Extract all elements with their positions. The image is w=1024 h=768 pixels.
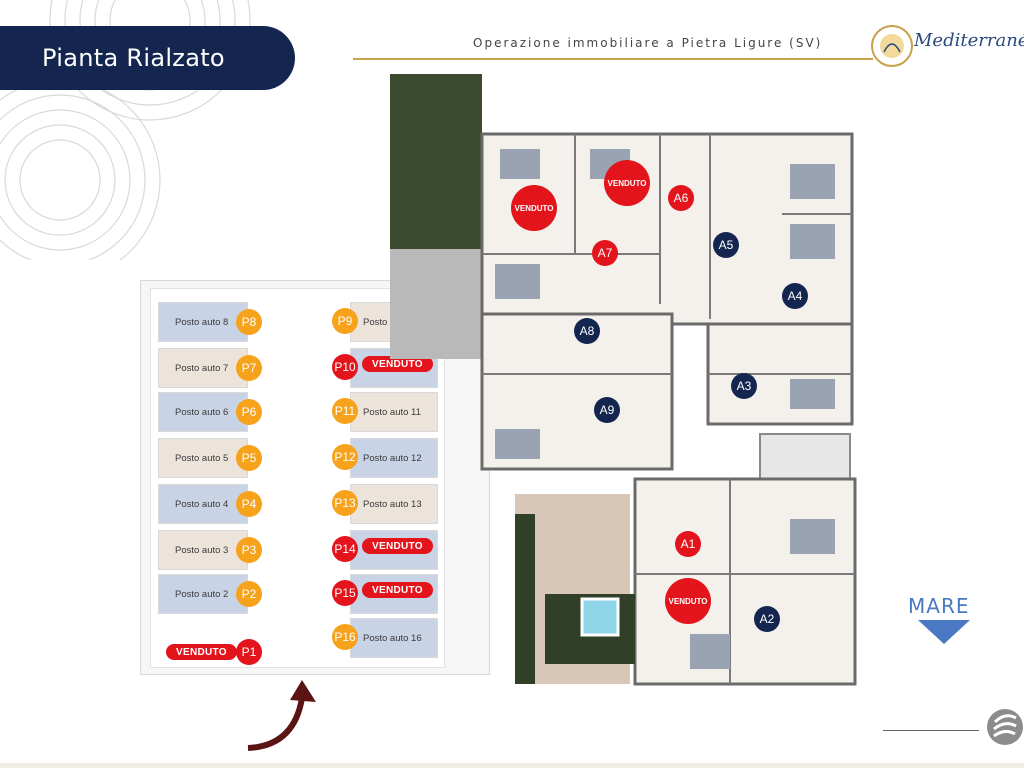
parking-space[interactable]: Posto auto 4 (158, 484, 248, 524)
parking-code-badge[interactable]: P6 (236, 399, 262, 425)
parking-space-label: Posto auto 2 (175, 588, 229, 600)
apartment-badge[interactable]: A5 (713, 232, 739, 258)
parking-code-badge[interactable]: P10 (332, 354, 358, 380)
parking-code-badge[interactable]: P4 (236, 491, 262, 517)
apartment-badge[interactable]: A6 (668, 185, 694, 211)
brand-logo-icon (871, 25, 913, 67)
decorative-arcs (0, 0, 251, 260)
apartment-badge[interactable]: A2 (754, 606, 780, 632)
sold-badge: VENDUTO (604, 160, 650, 206)
apartment-badge[interactable]: A9 (594, 397, 620, 423)
sold-badge: VENDUTO (665, 578, 711, 624)
parking-space-label: Posto auto 8 (175, 316, 229, 328)
parking-space-label: Posto auto 16 (363, 632, 422, 644)
parking-code-badge[interactable]: P15 (332, 580, 358, 606)
parking-space[interactable]: Posto auto 6 (158, 392, 248, 432)
parking-space-label: Posto auto 13 (363, 498, 422, 510)
parking-space-label: Posto auto 9 (363, 316, 417, 328)
parking-space-label: Posto auto 7 (175, 362, 229, 374)
parking-code-badge[interactable]: P5 (236, 445, 262, 471)
parking-space[interactable]: Posto auto 8 (158, 302, 248, 342)
apartment-badge[interactable]: A1 (675, 531, 701, 557)
parking-code-badge[interactable]: P14 (332, 536, 358, 562)
apartment-badge[interactable]: A8 (574, 318, 600, 344)
parking-space-label: Posto auto 11 (363, 406, 421, 418)
parking-space-label: Posto auto 3 (175, 544, 229, 556)
parking-space[interactable]: Posto auto 7 (158, 348, 248, 388)
parking-code-badge[interactable]: P9 (332, 308, 358, 334)
parking-space-label: Posto auto 6 (175, 406, 229, 418)
parking-code-badge[interactable]: P8 (236, 309, 262, 335)
project-subtitle: Operazione immobiliare a Pietra Ligure (… (473, 36, 823, 50)
apartment-badge[interactable]: A3 (731, 373, 757, 399)
parking-code-badge[interactable]: P2 (236, 581, 262, 607)
footer-band (0, 763, 1024, 768)
footer-divider (883, 730, 979, 731)
entrance-arrow-icon (247, 680, 316, 751)
sold-badge: VENDUTO (362, 356, 433, 372)
parking-space-label: Posto auto 5 (175, 452, 229, 464)
brand-name: Mediterranée (914, 30, 1024, 51)
parking-space-label: Posto auto 4 (175, 498, 229, 510)
parking-code-badge[interactable]: P3 (236, 537, 262, 563)
parking-code-badge[interactable]: P1 (236, 639, 262, 665)
sea-direction-label: MARE (908, 594, 970, 618)
arrow-down-icon (918, 620, 970, 644)
parking-space[interactable]: Posto auto 5 (158, 438, 248, 478)
parking-space-label: Posto auto 12 (363, 452, 422, 464)
parking-code-badge[interactable]: P11 (332, 398, 358, 424)
parking-code-badge[interactable]: P16 (332, 624, 358, 650)
garden-area (390, 74, 482, 249)
apartment-badge[interactable]: A7 (592, 240, 618, 266)
sold-badge: VENDUTO (511, 185, 557, 231)
parking-space[interactable]: Posto auto 3 (158, 530, 248, 570)
brand-mark-icon (987, 709, 1023, 745)
parking-space[interactable]: Posto auto 2 (158, 574, 248, 614)
page-title: Pianta Rialzato (0, 26, 295, 90)
sold-badge: VENDUTO (166, 644, 237, 660)
apartment-badge[interactable]: A4 (782, 283, 808, 309)
parking-code-badge[interactable]: P7 (236, 355, 262, 381)
sold-badge: VENDUTO (362, 538, 433, 554)
parking-code-badge[interactable]: P12 (332, 444, 358, 470)
sold-badge: VENDUTO (362, 582, 433, 598)
header-divider (353, 58, 873, 60)
parking-code-badge[interactable]: P13 (332, 490, 358, 516)
parking-space[interactable]: Posto auto 12 (350, 438, 438, 478)
